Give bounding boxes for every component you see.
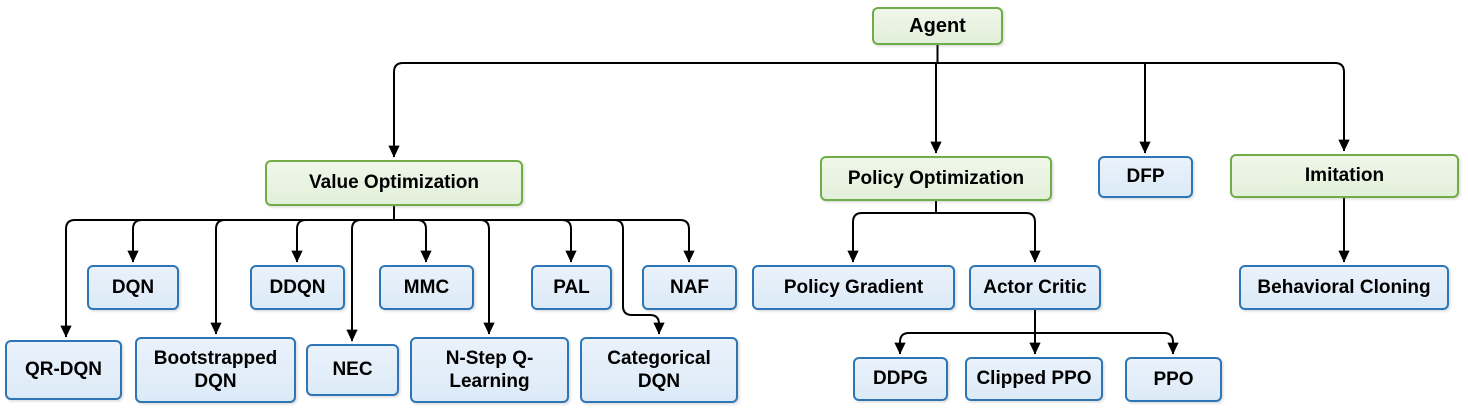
- edge-ac-ddpg: [894, 332, 1035, 355]
- node-nec: NEC: [306, 344, 399, 396]
- edge-vo-nec: [346, 219, 394, 342]
- node-mmc: MMC: [379, 265, 474, 310]
- edge-vo-categorical-dqn: [394, 219, 665, 335]
- node-qr-dqn: QR-DQN: [5, 340, 122, 400]
- node-actor-critic: Actor Critic: [969, 265, 1101, 310]
- edge-vo-pal: [394, 219, 577, 263]
- node-agent: Agent: [872, 7, 1003, 45]
- node-n-step-q-learning: N-Step Q-Learning: [410, 337, 569, 403]
- edge-vo-mmc: [394, 219, 432, 263]
- node-dfp: DFP: [1098, 156, 1193, 198]
- node-ddpg: DDPG: [853, 357, 948, 401]
- edge-vo-qr-dqn: [60, 219, 394, 338]
- node-imitation: Imitation: [1230, 154, 1459, 198]
- node-clipped-ppo: Clipped PPO: [965, 357, 1103, 401]
- node-value-optimization: Value Optimization: [265, 160, 523, 206]
- edge-vo-bootstrapped-dqn: [210, 219, 394, 335]
- node-naf: NAF: [642, 265, 737, 310]
- node-bootstrapped-dqn: Bootstrapped DQN: [135, 337, 296, 403]
- node-ppo: PPO: [1125, 357, 1222, 402]
- edge-po-policy-gradient: [847, 212, 936, 263]
- node-pal: PAL: [531, 265, 612, 310]
- node-categorical-dqn: Categorical DQN: [580, 337, 738, 403]
- node-behavioral-cloning: Behavioral Cloning: [1239, 265, 1449, 310]
- node-policy-gradient: Policy Gradient: [752, 265, 955, 310]
- edge-vo-dqn: [127, 219, 394, 263]
- node-policy-optimization: Policy Optimization: [820, 156, 1052, 201]
- edge-level1-rail: [393, 62, 1345, 73]
- edge-ac-ppo: [1035, 332, 1179, 355]
- node-ddqn: DDQN: [250, 265, 345, 310]
- node-dqn: DQN: [87, 265, 179, 310]
- edge-vo-ddqn: [291, 219, 394, 263]
- edge-vo-naf: [394, 219, 695, 263]
- edge-po-actor-critic: [936, 212, 1041, 263]
